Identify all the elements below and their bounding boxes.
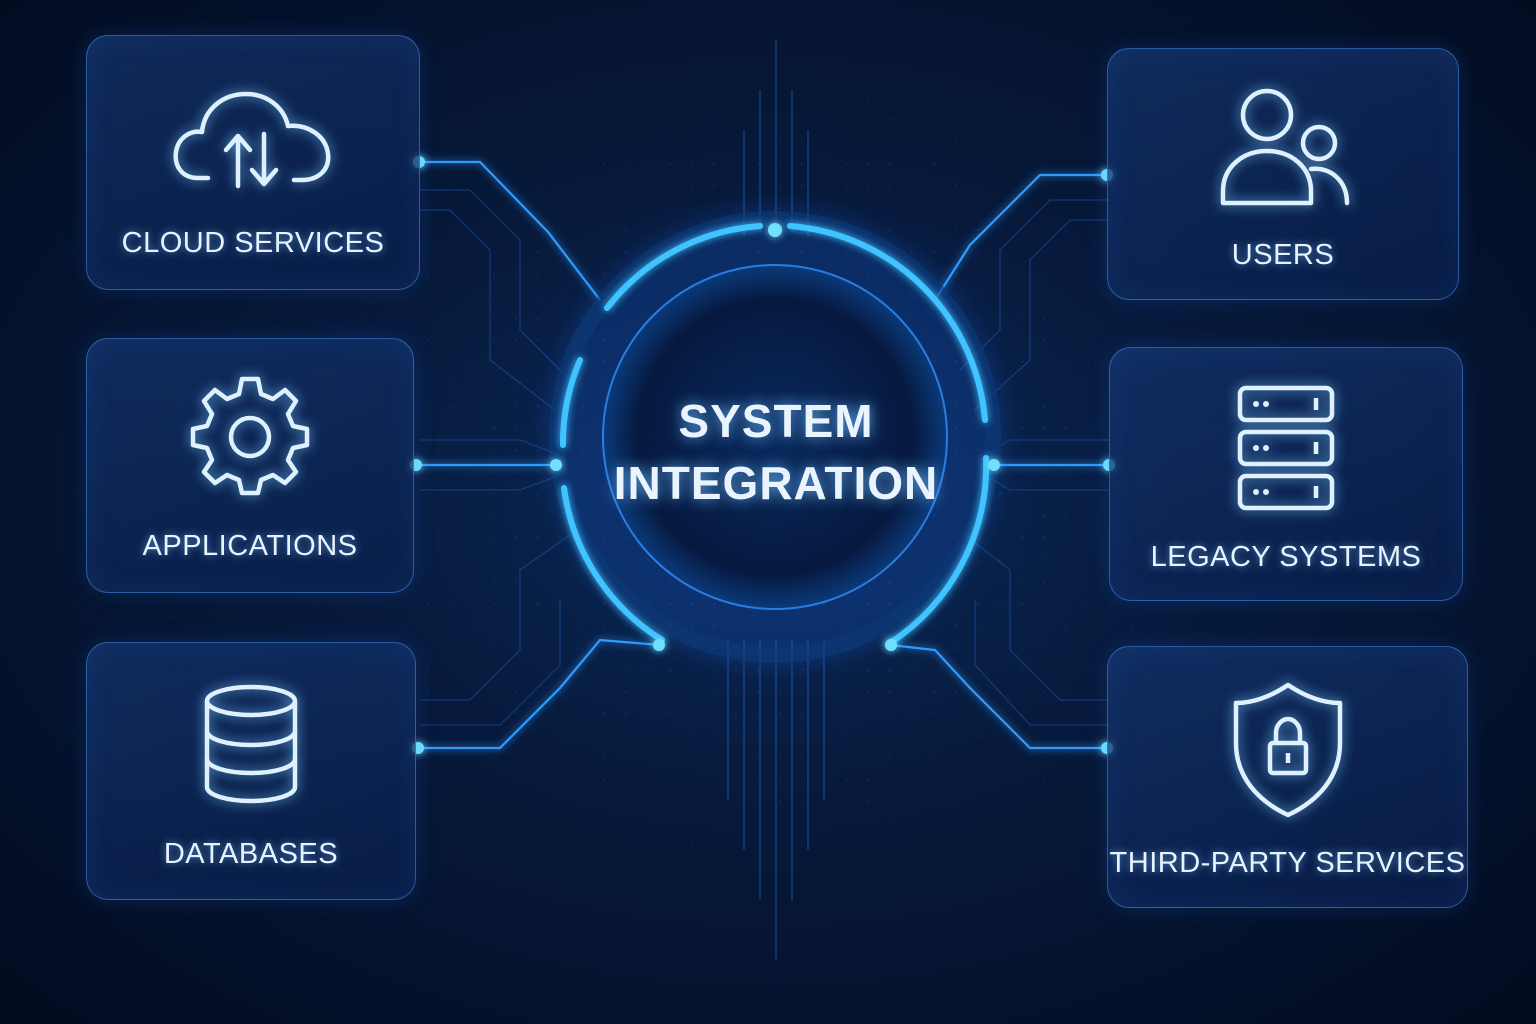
connector-dot bbox=[550, 459, 562, 471]
node-card-applications[interactable]: APPLICATIONS bbox=[86, 338, 414, 593]
node-label: DATABASES bbox=[163, 838, 339, 870]
node-label: USERS bbox=[1231, 239, 1335, 271]
faint-trace-group bbox=[420, 189, 1110, 726]
node-label: THIRD-PARTY SERVICES bbox=[1109, 847, 1466, 879]
cloud-sync-icon bbox=[168, 80, 338, 200]
hub-inner-circle bbox=[602, 264, 948, 610]
connector-dot bbox=[988, 459, 1000, 471]
node-card-cloud-services[interactable]: CLOUD SERVICES bbox=[86, 35, 420, 290]
hub-title-line1: SYSTEM bbox=[678, 395, 874, 447]
users-icon bbox=[1213, 87, 1353, 209]
connector-dot bbox=[885, 639, 897, 651]
node-card-databases[interactable]: DATABASES bbox=[86, 642, 416, 900]
hub-ring bbox=[559, 223, 990, 646]
shield-lock-icon bbox=[1232, 681, 1344, 819]
node-label: APPLICATIONS bbox=[142, 530, 358, 562]
database-icon bbox=[199, 683, 303, 809]
hub-title-line2: INTEGRATION bbox=[613, 457, 939, 509]
main-trace-group bbox=[420, 160, 1108, 750]
node-label: CLOUD SERVICES bbox=[121, 227, 385, 259]
connector-dot bbox=[768, 223, 782, 237]
gear-icon bbox=[188, 375, 312, 499]
server-rack-icon bbox=[1236, 384, 1336, 514]
node-card-legacy-systems[interactable]: LEGACY SYSTEMS bbox=[1109, 347, 1463, 601]
connector-dot bbox=[653, 639, 665, 651]
node-card-third-party-services[interactable]: THIRD-PARTY SERVICES bbox=[1107, 646, 1468, 908]
node-card-users[interactable]: USERS bbox=[1107, 48, 1459, 300]
node-label: LEGACY SYSTEMS bbox=[1150, 541, 1422, 573]
hub-title: SYSTEM INTEGRATION bbox=[576, 390, 976, 514]
